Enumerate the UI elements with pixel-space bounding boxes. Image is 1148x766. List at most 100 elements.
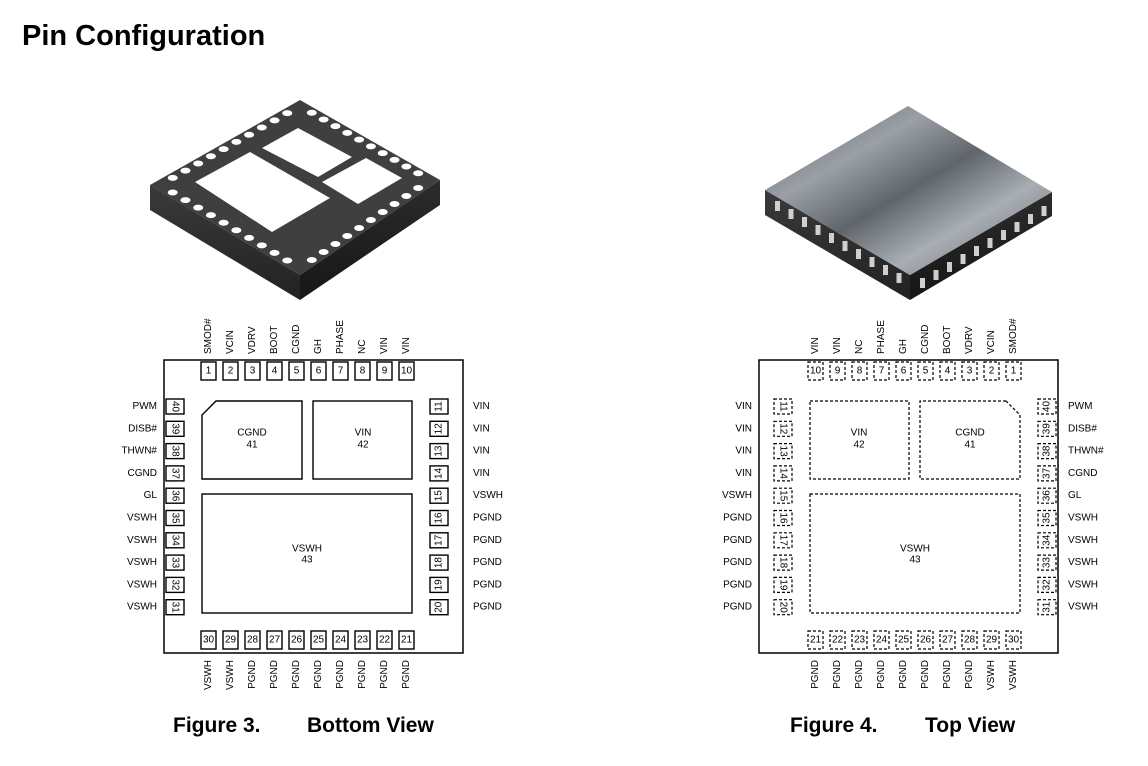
pin-35-name: VSWH [1068,513,1098,524]
pin-32-number: 32 [170,579,181,591]
pad-3d [180,167,191,174]
pin-5-number: 5 [294,366,300,377]
pin-8-name: NC [357,340,368,354]
pad-3d [389,201,400,207]
pin-4-pad [939,361,956,381]
exposed-pad-cgnd [201,400,303,480]
pin-5-name: CGND [291,325,302,354]
pin-29-pad [222,630,239,650]
pad-3d [401,163,412,170]
pin-6-pad [895,361,912,381]
pin-6-number: 6 [901,366,907,377]
pin-9-pad [376,361,393,381]
pin-7-pad [332,361,349,381]
pin-34-number: 34 [1042,534,1053,546]
pin-2-name: VCIN [986,330,997,354]
pad-43-name: VSWH [292,544,322,555]
pin-9-name: VIN [379,337,390,354]
pin-15-number: 15 [778,490,789,502]
pin-3-pad [244,361,261,381]
pin-16-name: PGND [473,513,502,524]
pin-11-number: 11 [434,401,445,412]
pin-17-pad [429,532,449,549]
pad-3d [193,204,204,211]
pin-6-pad [310,361,327,381]
pad-3d [218,146,229,153]
pin-2-number: 2 [228,366,234,377]
pin-24-number: 24 [335,635,347,646]
lead-3d [1001,230,1006,240]
pin-7-number: 7 [338,366,344,377]
pin-14-pad [773,465,793,482]
pad-3d [218,219,229,226]
pin-2-number: 2 [989,366,995,377]
pin-7-name: PHASE [335,320,346,354]
pin-17-pad [773,532,793,549]
pin-20-name: PGND [723,602,752,613]
pad-3d [389,156,400,163]
pin-13-number: 13 [434,445,445,457]
pin-37-name: CGND [128,468,157,479]
pad-3d [205,212,216,219]
pin-9-name: VIN [832,337,843,354]
lead-3d [974,246,979,256]
pin-28-name: PGND [247,660,258,689]
pin-13-name: VIN [735,446,752,457]
pad-3d [244,234,255,241]
pin-16-pad [429,509,449,527]
pin-16-number: 16 [434,512,445,524]
pin-34-name: VSWH [127,535,157,546]
pin-28-pad [961,630,978,650]
pin-26-pad [288,630,305,650]
pin-5-pad [288,361,305,381]
pin-13-pad [773,443,793,460]
pin-40-pad [1037,398,1057,415]
pin-19-name: PGND [723,579,752,590]
pin-1-name: SMOD# [1008,318,1019,354]
pin-24-name: PGND [335,660,346,689]
pin-14-name: VIN [473,468,490,479]
pin-19-number: 19 [778,579,789,591]
pad-3d [413,185,424,191]
pin-12-pad [773,420,793,437]
pin-26-pad [917,630,934,650]
pad-3d [231,138,242,145]
pin-34-number: 34 [170,535,181,547]
pin-28-pad [244,630,261,650]
bottom-view-3d-package [150,100,440,300]
pin-27-number: 27 [942,635,954,646]
pin-31-name: VSWH [127,602,157,613]
lead-3d [883,265,888,275]
figure-4-caption: Top View [925,714,1016,737]
figure-4-number: Figure 4. [790,714,878,737]
lead-3d [829,233,834,243]
pin-16-name: PGND [723,513,752,524]
pin-15-pad [773,487,793,504]
lead-3d [856,249,861,259]
pin-12-name: VIN [735,423,752,434]
pin-32-name: VSWH [1068,579,1098,590]
pad-3d [269,117,280,124]
pin-19-name: PGND [473,579,502,590]
page-title: Pin Configuration [22,20,266,52]
pin-22-number: 22 [379,635,391,646]
lead-3d [960,254,966,264]
pad-3d [180,197,191,204]
pin-39-number: 39 [170,423,181,435]
pin-32-pad [165,576,185,594]
figure-3-caption: Bottom View [307,714,434,737]
lead-3d [788,209,794,219]
pin-11-number: 11 [778,401,789,412]
pad-3d [318,249,329,255]
pin-8-pad [354,361,371,381]
pin-37-number: 37 [170,468,181,480]
pin-19-number: 19 [434,579,445,591]
pin-1-number: 1 [1011,366,1017,377]
pad-3d [193,160,204,167]
pin-11-name: VIN [735,401,752,412]
pin-16-pad [773,509,793,527]
pad-41-number: 41 [964,440,976,451]
pin-35-pad [1037,509,1057,527]
pad-43-number: 43 [909,555,921,566]
pin-7-pad [873,361,890,381]
